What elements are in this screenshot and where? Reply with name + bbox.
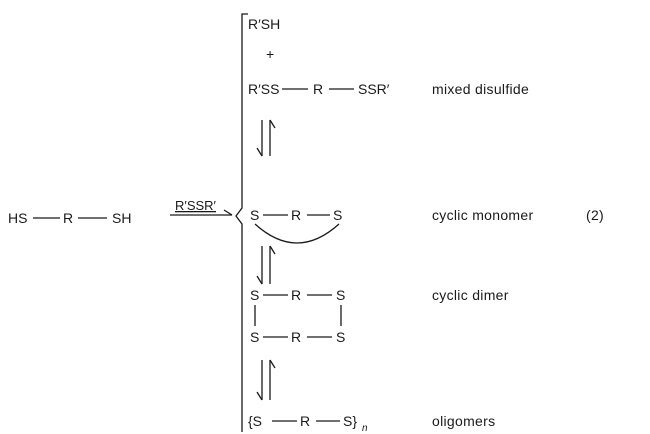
reactant-hs: HS bbox=[8, 210, 27, 226]
monomer-s1: S bbox=[250, 207, 259, 223]
cyclic-monomer: S R S bbox=[250, 207, 342, 244]
dimer-bottom-s1: S bbox=[250, 329, 259, 345]
reagent-label: R′SSR′ bbox=[175, 198, 217, 213]
reactant-r: R bbox=[63, 210, 73, 226]
monomer-s2: S bbox=[333, 207, 342, 223]
equilibrium-arrows bbox=[256, 359, 276, 401]
reactant-dithiol: HS R SH bbox=[8, 210, 131, 226]
dimer-bottom-s2: S bbox=[336, 329, 345, 345]
plus-sign: + bbox=[266, 46, 274, 62]
cyclic-dimer: S R S S R S bbox=[250, 287, 345, 345]
mixed-right: SSR′ bbox=[358, 81, 390, 97]
reaction-arrow: R′SSR′ bbox=[170, 198, 233, 216]
dimer-top-s2: S bbox=[336, 287, 345, 303]
reactant-sh: SH bbox=[112, 210, 131, 226]
arrow-head bbox=[223, 209, 233, 216]
oligomer-close: S} bbox=[343, 413, 357, 429]
equilibrium-arrows bbox=[256, 245, 276, 285]
label-oligomers: oligomers bbox=[432, 413, 495, 429]
mixed-r: R bbox=[313, 81, 323, 97]
disulfide-bridge bbox=[254, 223, 340, 244]
oligomers: {S R S} n bbox=[248, 413, 368, 434]
mixed-left: R′SS bbox=[248, 81, 279, 97]
label-cyclic-dimer: cyclic dimer bbox=[432, 287, 509, 303]
oligomer-open: {S bbox=[248, 413, 262, 429]
thiol-product: R′SH bbox=[248, 16, 280, 32]
dimer-top-r: R bbox=[291, 287, 301, 303]
label-cyclic-monomer: cyclic monomer bbox=[432, 207, 533, 223]
equilibrium-arrows bbox=[256, 119, 276, 157]
oligomer-r: R bbox=[300, 413, 310, 429]
monomer-r: R bbox=[291, 207, 301, 223]
oligomer-subscript: n bbox=[362, 423, 368, 434]
product-brace bbox=[235, 13, 248, 432]
dimer-bottom-r: R bbox=[291, 329, 301, 345]
label-mixed-disulfide: mixed disulfide bbox=[432, 81, 529, 97]
dimer-top-s1: S bbox=[250, 287, 259, 303]
mixed-disulfide: R′SS R SSR′ bbox=[248, 81, 390, 97]
equation-number: (2) bbox=[586, 207, 604, 223]
